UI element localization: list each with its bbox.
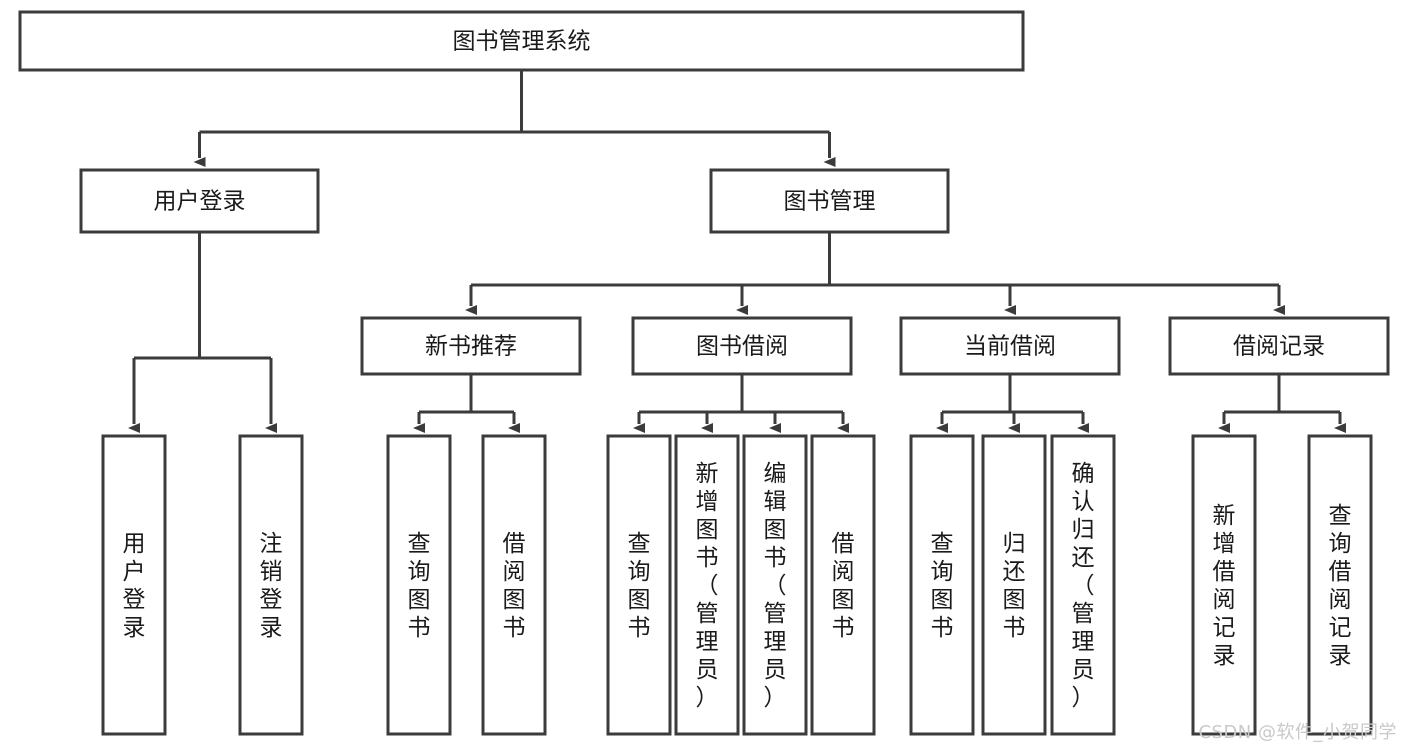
node-box-user-login xyxy=(79,168,320,234)
edge-group-user-login xyxy=(128,232,277,433)
edge-group-book-manage xyxy=(465,232,1285,315)
node-box-leaf-user-login xyxy=(101,434,167,736)
node-box-current-borrow xyxy=(899,316,1121,376)
node-user-login[interactable]: 用户登录 xyxy=(79,168,320,234)
node-label-leaf-confirm-return: 确认归还（管理员） xyxy=(1072,461,1095,711)
node-label-leaf-query-book-2: 查询图书 xyxy=(628,531,651,641)
edge-group-borrow-record xyxy=(1218,374,1346,433)
node-layer: 图书管理系统用户登录图书管理新书推荐图书借阅当前借阅借阅记录用户登录注销登录查询… xyxy=(18,10,1390,736)
node-label-leaf-return-book: 归还图书 xyxy=(1003,531,1026,641)
node-book-borrow[interactable]: 图书借阅 xyxy=(631,316,853,376)
node-box-leaf-query-book-2 xyxy=(606,434,672,736)
node-leaf-edit-book[interactable]: 编辑图书（管理员） xyxy=(742,434,808,736)
node-leaf-borrow-book-1[interactable]: 借阅图书 xyxy=(481,434,547,736)
node-label-current-borrow: 当前借阅 xyxy=(964,334,1056,360)
node-current-borrow[interactable]: 当前借阅 xyxy=(899,316,1121,376)
node-label-leaf-borrow-book-2: 借阅图书 xyxy=(832,531,855,641)
node-box-leaf-edit-book xyxy=(742,434,808,736)
node-leaf-query-book-2[interactable]: 查询图书 xyxy=(606,434,672,736)
node-leaf-return-book[interactable]: 归还图书 xyxy=(981,434,1047,736)
node-box-leaf-add-record xyxy=(1191,434,1257,736)
node-leaf-add-book[interactable]: 新增图书（管理员） xyxy=(674,434,740,736)
node-leaf-borrow-book-2[interactable]: 借阅图书 xyxy=(810,434,876,736)
node-book-manage[interactable]: 图书管理 xyxy=(709,168,950,234)
node-leaf-add-record[interactable]: 新增借阅记录 xyxy=(1191,434,1257,736)
node-leaf-query-record[interactable]: 查询借阅记录 xyxy=(1307,434,1373,736)
node-label-leaf-add-record: 新增借阅记录 xyxy=(1213,503,1236,669)
node-box-root xyxy=(18,10,1025,72)
edge-group-current-borrow xyxy=(936,374,1089,433)
node-leaf-confirm-return[interactable]: 确认归还（管理员） xyxy=(1050,434,1116,736)
node-label-book-manage: 图书管理 xyxy=(784,189,876,215)
node-box-leaf-confirm-return xyxy=(1050,434,1116,736)
node-box-book-borrow xyxy=(631,316,853,376)
node-leaf-query-book-1[interactable]: 查询图书 xyxy=(386,434,452,736)
node-box-book-manage xyxy=(709,168,950,234)
node-label-new-book-rec: 新书推荐 xyxy=(425,334,517,360)
node-label-user-login: 用户登录 xyxy=(154,189,246,215)
node-label-root: 图书管理系统 xyxy=(453,29,591,55)
node-box-leaf-borrow-book-1 xyxy=(481,434,547,736)
node-leaf-user-login[interactable]: 用户登录 xyxy=(101,434,167,736)
node-label-book-borrow: 图书借阅 xyxy=(696,334,788,360)
node-box-leaf-return-book xyxy=(981,434,1047,736)
node-label-leaf-borrow-book-1: 借阅图书 xyxy=(503,531,526,641)
node-label-leaf-add-book: 新增图书（管理员） xyxy=(696,461,719,711)
edge-group-new-book-rec xyxy=(413,374,520,433)
node-label-borrow-record: 借阅记录 xyxy=(1233,334,1325,360)
node-label-leaf-query-book-1: 查询图书 xyxy=(408,531,431,641)
node-label-leaf-edit-book: 编辑图书（管理员） xyxy=(764,461,787,711)
node-leaf-user-logout[interactable]: 注销登录 xyxy=(238,434,304,736)
node-label-leaf-user-login: 用户登录 xyxy=(123,531,146,641)
node-label-leaf-query-record: 查询借阅记录 xyxy=(1329,503,1352,669)
node-leaf-query-book-3[interactable]: 查询图书 xyxy=(909,434,975,736)
node-box-leaf-user-logout xyxy=(238,434,304,736)
edge-group-root xyxy=(193,70,836,167)
node-box-leaf-query-record xyxy=(1307,434,1373,736)
node-root[interactable]: 图书管理系统 xyxy=(18,10,1025,72)
node-borrow-record[interactable]: 借阅记录 xyxy=(1168,316,1390,376)
node-new-book-rec[interactable]: 新书推荐 xyxy=(360,316,582,376)
node-box-new-book-rec xyxy=(360,316,582,376)
edge-group-book-borrow xyxy=(633,374,849,433)
node-box-leaf-query-book-3 xyxy=(909,434,975,736)
node-box-leaf-query-book-1 xyxy=(386,434,452,736)
node-box-leaf-borrow-book-2 xyxy=(810,434,876,736)
node-box-borrow-record xyxy=(1168,316,1390,376)
edge-layer xyxy=(128,70,1346,433)
node-label-leaf-user-logout: 注销登录 xyxy=(260,531,283,641)
node-box-leaf-add-book xyxy=(674,434,740,736)
node-label-leaf-query-book-3: 查询图书 xyxy=(931,531,954,641)
